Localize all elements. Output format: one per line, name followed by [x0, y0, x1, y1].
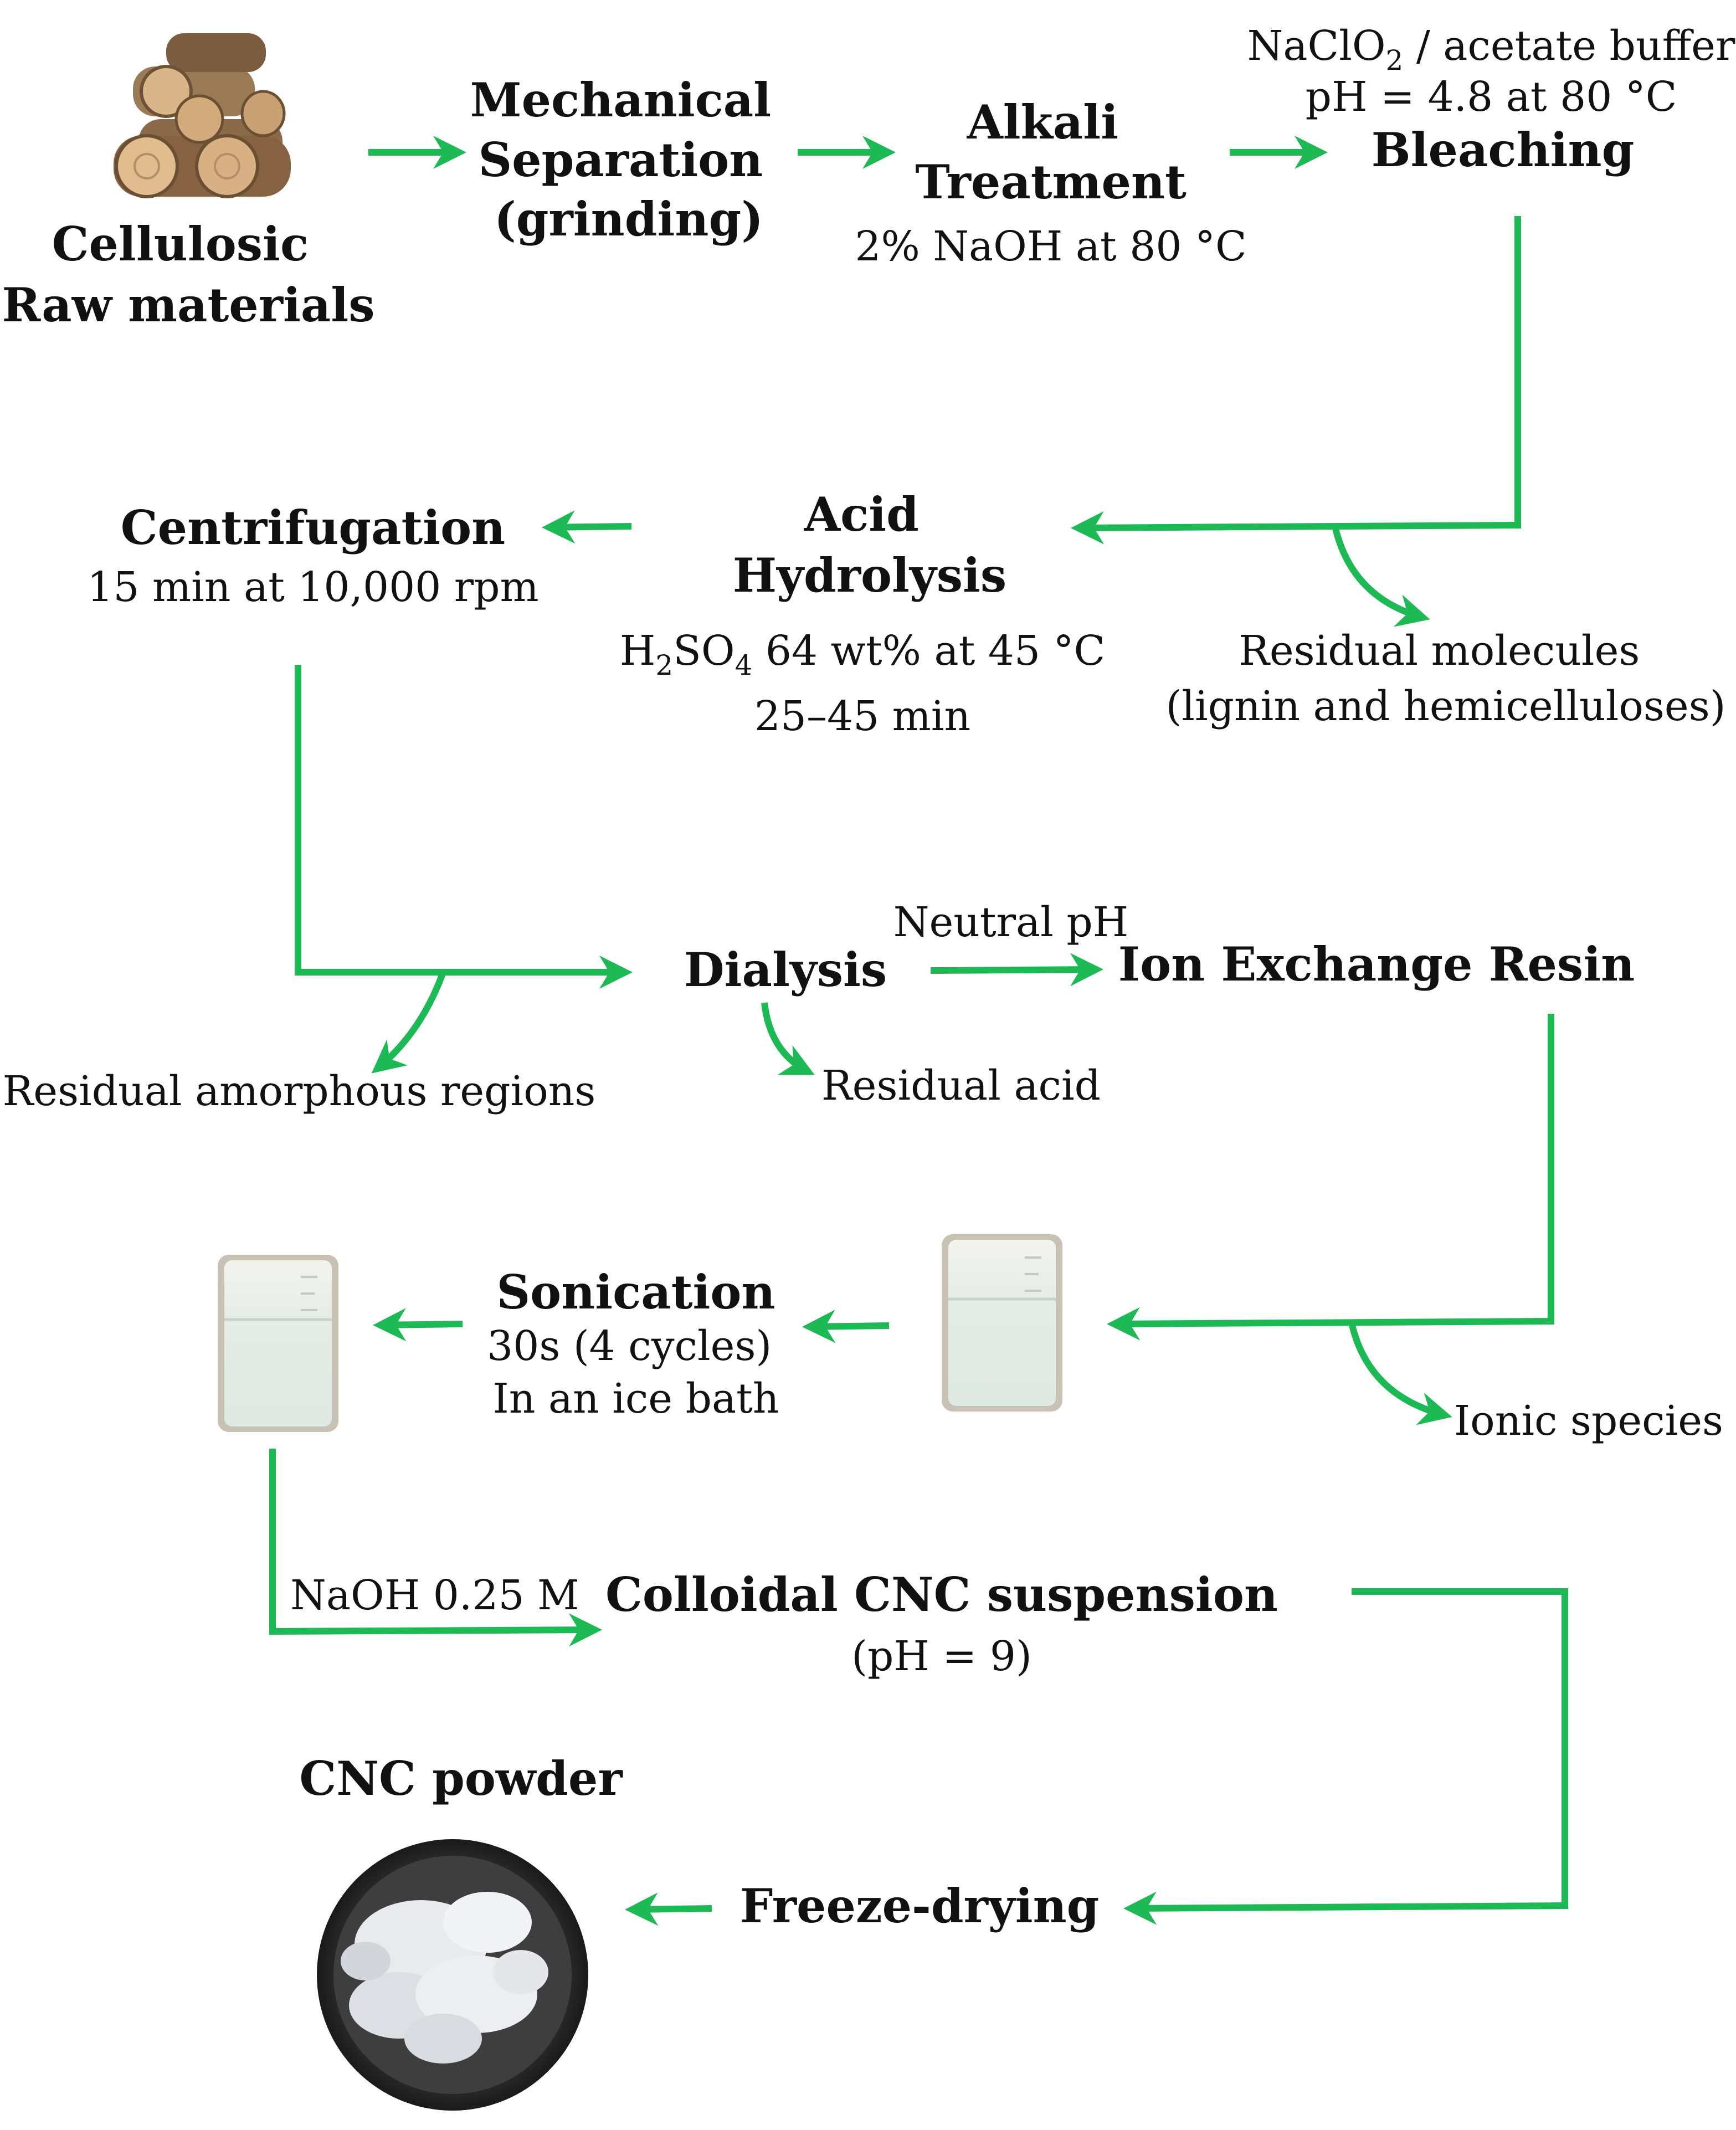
bleaching-conditions-1: NaClO2 / acetate buffer — [1247, 22, 1735, 76]
sonicated-beaker-image — [218, 1255, 338, 1432]
arrow-beaker-to-sonication — [802, 1310, 890, 1343]
ionic-species-label: Ionic species — [1454, 1397, 1723, 1445]
sonication-label: Sonication — [496, 1265, 775, 1320]
colloidal-ph-label: (pH = 9) — [851, 1633, 1032, 1680]
arrow-sonication-to-beaker — [373, 1308, 463, 1342]
freeze-drying-label: Freeze-drying — [740, 1878, 1100, 1933]
alkali-conditions: 2% NaOH at 80 °C — [855, 223, 1246, 270]
sonication-conditions: 30s (4 cycles) In an ice bath — [487, 1322, 785, 1423]
cnc-powder-label: CNC powder — [299, 1751, 623, 1806]
ion-exchange-label: Ion Exchange Resin — [1118, 937, 1635, 992]
arrow-ion-exchange-to-beaker — [1107, 1014, 1554, 1341]
colloidal-suspension-label: Colloidal CNC suspension — [605, 1567, 1278, 1622]
arrow-residual-acid — [761, 1002, 815, 1075]
bleaching-label: Bleaching — [1372, 122, 1635, 177]
cnc-powder-dish-image — [317, 1839, 588, 2111]
centrifugation-conditions: 15 min at 10,000 rpm — [87, 563, 538, 611]
arrow-centrifugation-to-dialysis — [295, 665, 633, 989]
wood-logs-image — [114, 33, 291, 198]
bleaching-conditions-2: pH = 4.8 at 80 °C — [1306, 73, 1677, 121]
residual-amorphous-label: Residual amorphous regions — [3, 1067, 596, 1115]
arrow-dialysis-to-ion-exchange — [930, 953, 1103, 987]
arrow-colloidal-to-freeze-drying — [1123, 1588, 1568, 1925]
beaker-image — [942, 1234, 1062, 1412]
naoh-label: NaOH 0.25 M — [290, 1572, 579, 1619]
arrow-residual-amorphous — [371, 971, 446, 1074]
residual-molecules-label: Residual molecules (lignin and hemicellu… — [1165, 627, 1725, 730]
arrow-residual-molecules — [1332, 525, 1430, 627]
centrifugation-label: Centrifugation — [121, 500, 506, 555]
acid-hydrolysis-label: Acid Hydrolysis — [733, 487, 1006, 603]
arrow-acid-to-centrifugation — [542, 510, 632, 544]
dialysis-label: Dialysis — [684, 942, 887, 997]
neutral-ph-label: Neutral pH — [893, 899, 1129, 946]
arrow-beaker-to-colloidal — [269, 1449, 602, 1647]
alkali-treatment-label: Alkali Treatment — [915, 95, 1187, 209]
mechanical-separation-label: Mechanical Separation (grinding) — [470, 73, 788, 247]
arrow-bleaching-to-acid — [1071, 216, 1521, 545]
raw-materials-label: Cellulosic Raw materials — [2, 217, 374, 332]
arrow-ionic-species — [1348, 1322, 1452, 1425]
acid-time: 25–45 min — [754, 692, 970, 740]
residual-acid-label: Residual acid — [821, 1062, 1101, 1110]
acid-conditions: H2SO4 64 wt% at 45 °C — [620, 627, 1105, 681]
arrow-freeze-drying-to-powder — [625, 1892, 712, 1926]
